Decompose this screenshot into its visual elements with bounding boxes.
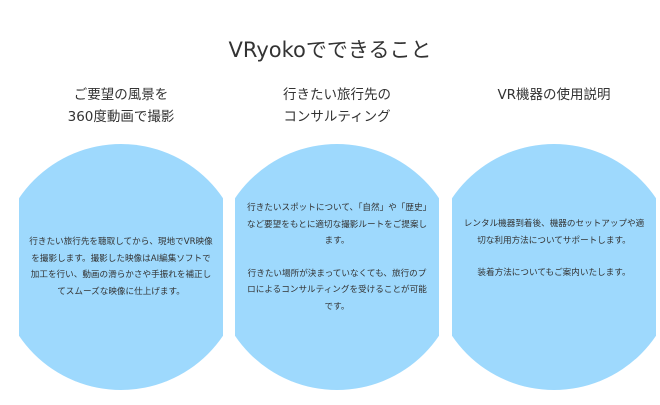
heading-line: VR機器の使用説明: [497, 87, 611, 103]
description-paragraph: 行きたい旅行先を聴取してから、現地でVR映像を撮影します。撮影した映像はAI編集…: [29, 237, 213, 297]
feature-bubble: レンタル機器到着後、機器のセットアップや適切な利用方法についてサポートします。 …: [452, 144, 656, 390]
feature-card-filming: ご要望の風景を 360度動画で撮影 行きたい旅行先を聴取してから、現地でVR映像…: [19, 84, 223, 390]
heading-line: 行きたい旅行先の: [283, 87, 391, 103]
description-paragraph: レンタル機器到着後、機器のセットアップや適切な利用方法についてサポートします。: [463, 219, 645, 246]
heading-line: ご要望の風景を: [73, 87, 169, 103]
description-paragraph: 装着方法についてもご案内いたします。: [477, 268, 631, 278]
feature-card-consulting: 行きたい旅行先の コンサルティング 行きたいスポットについて、「自然」や「歴史」…: [235, 84, 439, 390]
description-paragraph: 行きたい場所が決まっていなくても、旅行のプロによるコンサルティングを受けることが…: [247, 268, 427, 312]
feature-bubble: 行きたい旅行先を聴取してから、現地でVR映像を撮影します。撮影した映像はAI編集…: [19, 144, 223, 390]
feature-description: レンタル機器到着後、機器のセットアップや適切な利用方法についてサポートします。 …: [462, 144, 646, 390]
feature-heading: 行きたい旅行先の コンサルティング: [235, 84, 439, 132]
feature-description: 行きたい旅行先を聴取してから、現地でVR映像を撮影します。撮影した映像はAI編集…: [29, 144, 213, 390]
feature-bubble: 行きたいスポットについて、「自然」や「歴史」など要望をもとに適切な撮影ルートをご…: [235, 144, 439, 390]
bubble-background: [452, 144, 656, 390]
heading-line: コンサルティング: [283, 109, 391, 125]
bubble-background: [235, 144, 439, 390]
feature-card-vr-guide: VR機器の使用説明 レンタル機器到着後、機器のセットアップや適切な利用方法につい…: [452, 84, 656, 390]
heading-line: 360度動画で撮影: [67, 109, 175, 125]
feature-heading: VR機器の使用説明: [452, 84, 656, 132]
bubble-background: [19, 144, 223, 390]
feature-heading: ご要望の風景を 360度動画で撮影: [19, 84, 223, 132]
feature-description: 行きたいスポットについて、「自然」や「歴史」など要望をもとに適切な撮影ルートをご…: [245, 144, 429, 390]
section-title: VRyokoでできること: [228, 38, 432, 62]
description-paragraph: 行きたいスポットについて、「自然」や「歴史」など要望をもとに適切な撮影ルートをご…: [246, 203, 428, 246]
